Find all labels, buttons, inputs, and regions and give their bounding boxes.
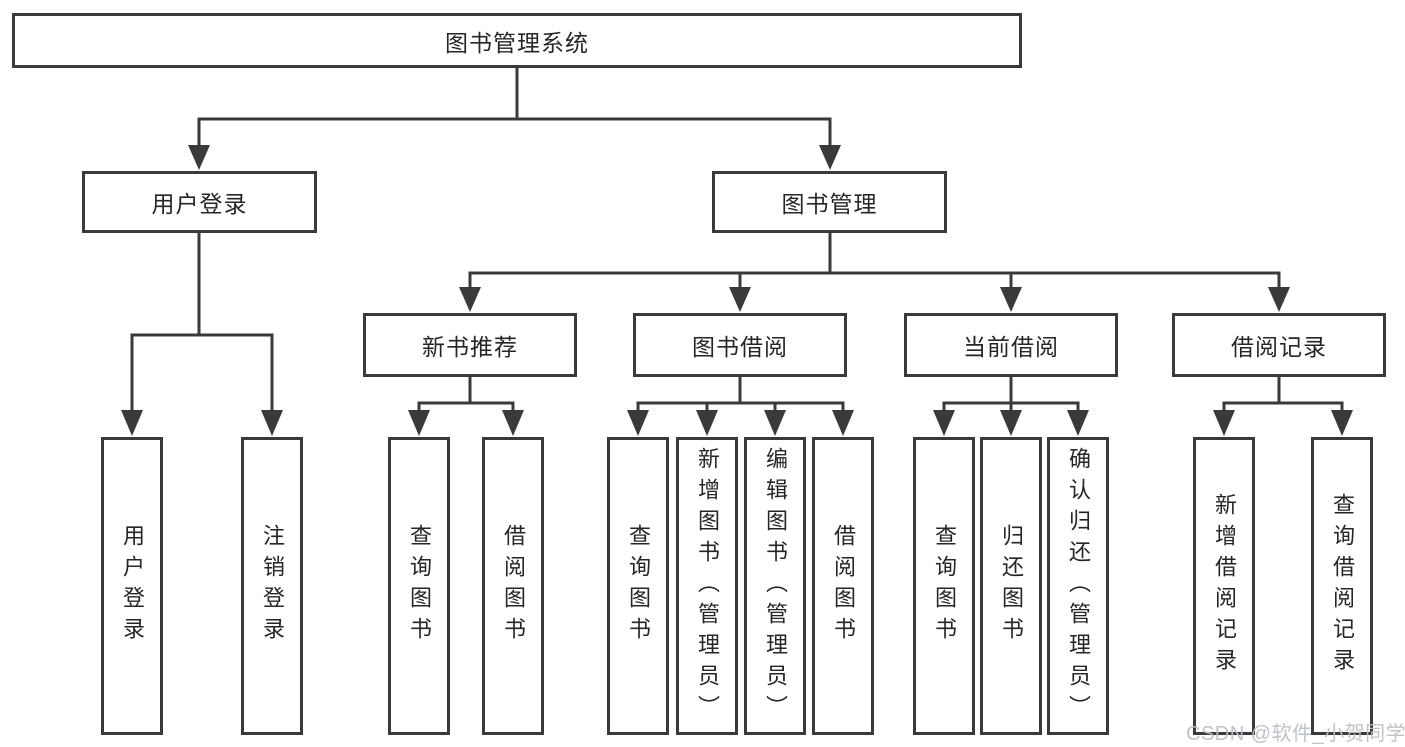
arrowhead-icon: [627, 410, 649, 436]
node-borrowing-records: 借阅记录: [1172, 313, 1386, 377]
leaf-borrow-books-recommend: 借阅图书: [482, 437, 544, 735]
leaf-logout: 注销登录: [241, 437, 303, 735]
arrowhead-icon: [933, 410, 955, 436]
connector-user-login-to-leaves: [130, 233, 274, 411]
leaf-query-books-borrowing: 查询图书: [607, 437, 669, 735]
leaf-query-borrow-record: 查询借阅记录: [1311, 437, 1373, 735]
arrowhead-icon: [696, 410, 718, 436]
connector-book-mgmt-to-groups: [468, 233, 1281, 288]
node-user-login: 用户登录: [82, 171, 317, 233]
arrowhead-icon: [1067, 410, 1089, 436]
arrowhead-icon: [1331, 410, 1353, 436]
node-book-management: 图书管理: [712, 171, 947, 233]
arrowhead-icon: [261, 410, 283, 436]
csdn-watermark: CSDN @软件_小贺同学: [1186, 723, 1405, 745]
arrowhead-icon: [819, 145, 841, 170]
leaf-return-books: 归还图书: [980, 437, 1042, 735]
arrowhead-icon: [502, 410, 524, 436]
node-library-management-system: 图书管理系统: [12, 13, 1022, 68]
node-book-borrowing: 图书借阅: [633, 313, 847, 377]
arrowhead-icon: [459, 287, 481, 312]
arrowhead-icon: [832, 410, 854, 436]
arrowhead-icon: [764, 410, 786, 436]
arrowhead-icon: [408, 410, 430, 436]
node-current-borrowing: 当前借阅: [904, 313, 1118, 377]
leaf-borrow-books: 借阅图书: [812, 437, 874, 735]
leaf-user-login: 用户登录: [101, 437, 163, 735]
connector-lines: [130, 68, 1344, 411]
arrowhead-icon: [1213, 410, 1235, 436]
connector-root-to-level2: [197, 68, 832, 147]
arrowheads: [121, 145, 1353, 436]
leaf-confirm-return-admin: 确认归还（管理员）: [1047, 437, 1109, 735]
leaf-query-books-recommend: 查询图书: [388, 437, 450, 735]
arrowhead-icon: [188, 145, 210, 170]
leaf-add-books-admin: 新增图书（管理员）: [676, 437, 738, 735]
leaf-edit-books-admin: 编辑图书（管理员）: [744, 437, 806, 735]
arrowhead-icon: [121, 410, 143, 436]
arrowhead-icon: [1000, 410, 1022, 436]
leaf-add-borrow-record: 新增借阅记录: [1193, 437, 1255, 735]
arrowhead-icon: [729, 287, 751, 312]
node-new-book-recommendation: 新书推荐: [363, 313, 577, 377]
connector-groups-to-leaves: [417, 377, 1344, 411]
leaf-query-books-current: 查询图书: [913, 437, 975, 735]
arrowhead-icon: [1000, 287, 1022, 312]
arrowhead-icon: [1268, 287, 1290, 312]
